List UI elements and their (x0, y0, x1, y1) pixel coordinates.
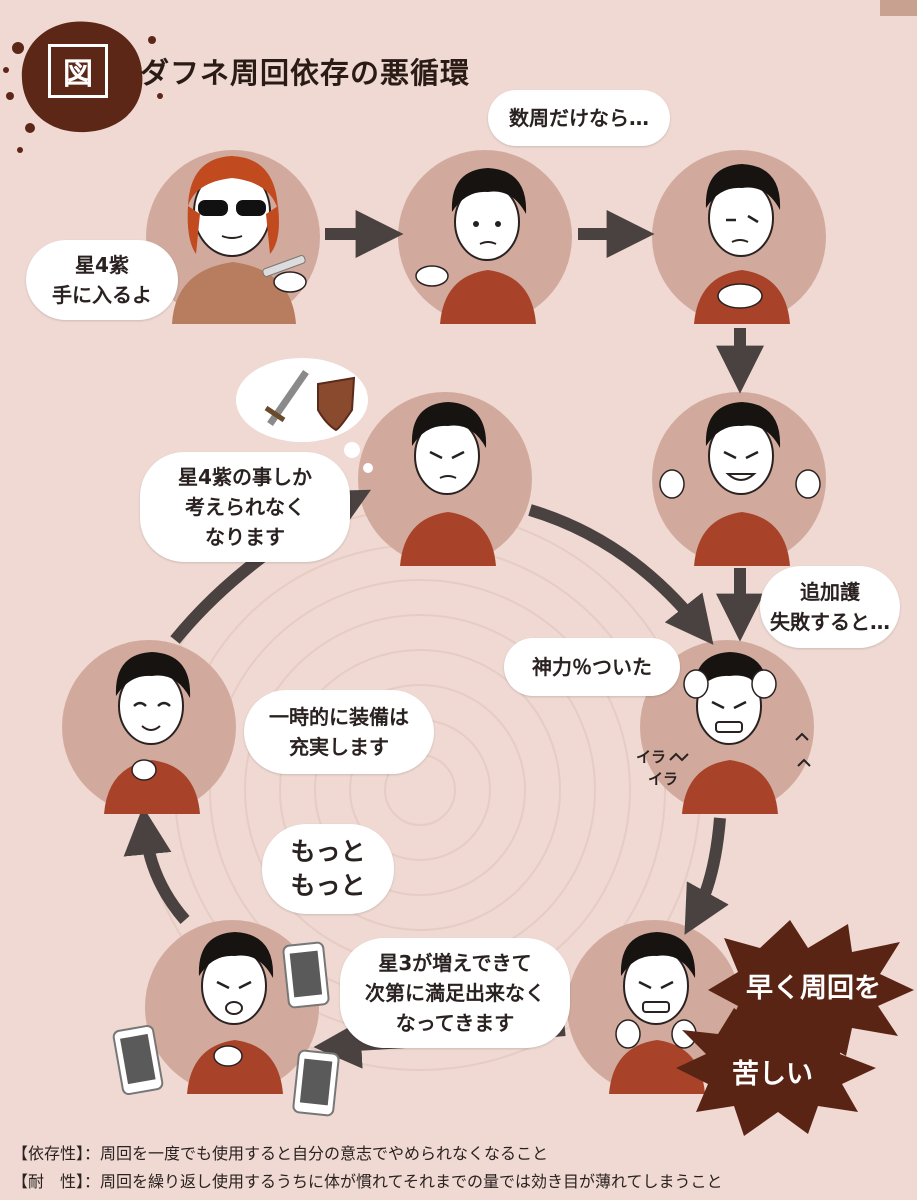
shield-icon (317, 376, 356, 432)
speech-bubble-omoi: 星4紫の事しか考えられなくなります (140, 452, 350, 562)
speech-bubble-hoshi4: 星4紫手に入るよ (26, 240, 178, 320)
satisfied-figure (104, 652, 200, 814)
burst-text-kurushii: 苦しい (732, 1059, 813, 1090)
irai-label-2: イラ (648, 770, 679, 788)
figure-badge: 図 (48, 44, 108, 98)
speech-bubble-suushu: 数周だけなら… (488, 90, 670, 146)
speech-bubble-ichiji: 一時的に装備は充実します (244, 690, 434, 774)
irai-label-1: イラ (636, 748, 667, 766)
top-right-tab (880, 0, 917, 16)
arrow-craving-to-satisfied (123, 806, 190, 924)
sweating-figure (694, 164, 790, 324)
suffering-figure (609, 932, 705, 1094)
frustrated-figure (669, 652, 811, 814)
burst-hayaku (708, 920, 914, 1060)
page-title: ダフネ周回依存の悪循環 (140, 56, 471, 90)
speech-bubble-tsuika: 追加護失敗すると… (760, 566, 900, 648)
sword-icon (264, 370, 309, 426)
obsessed-figure (400, 402, 496, 566)
burst-kurushii (676, 1006, 876, 1136)
arrow-frustrated-to-suffering (684, 817, 729, 935)
craving-figure (187, 932, 283, 1094)
burst-text-hayaku: 早く周回を (746, 973, 881, 1004)
footnote-dependency: 【依存性】：周回を一度でも使用すると自分の意志でやめられなくなること (12, 1144, 549, 1163)
excited-figure (659, 402, 821, 566)
arrow-obsessed-to-frustrated (528, 504, 714, 645)
speech-bubble-motto: もっともっと (262, 824, 394, 914)
footnote-tolerance: 【耐 性】：周回を繰り返し使用するうちに体が慣れてそれまでの量では効き目が薄れて… (12, 1172, 723, 1191)
hesitant-figure (415, 168, 536, 324)
thought-bubble (236, 358, 373, 473)
syringe-icon (262, 255, 306, 277)
speech-bubble-shinryoku: 神力％ついた (504, 638, 680, 696)
dealer-figure (172, 156, 307, 324)
speech-bubble-hoshi3: 星3が増えできて次第に満足出来なくなってきます (340, 938, 570, 1048)
ink-splatter (3, 21, 163, 153)
